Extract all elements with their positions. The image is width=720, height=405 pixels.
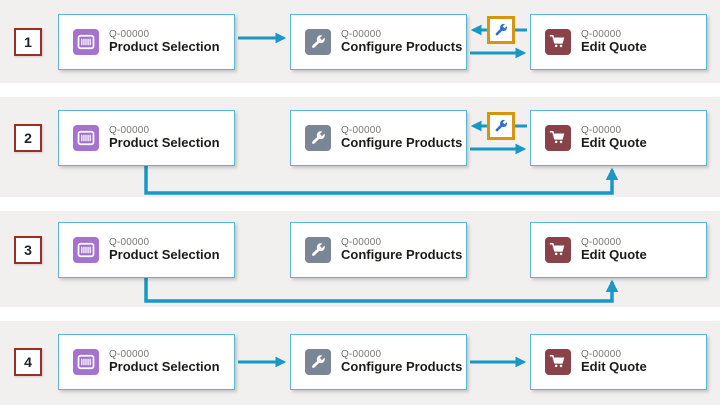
quote-number-label: Q-00000 bbox=[341, 236, 382, 248]
barcode-icon bbox=[73, 349, 99, 375]
wrench-icon bbox=[305, 125, 331, 151]
cart-icon bbox=[545, 237, 571, 263]
card-title: Edit Quote bbox=[581, 135, 647, 151]
card-title: Edit Quote bbox=[581, 39, 647, 55]
row-number-3: 3 bbox=[14, 236, 42, 264]
wrench-icon bbox=[492, 21, 510, 39]
quote-number-label: Q-00000 bbox=[109, 348, 150, 360]
row-number-1: 1 bbox=[14, 28, 42, 56]
barcode-icon bbox=[73, 125, 99, 151]
quote-number-label: Q-00000 bbox=[581, 236, 622, 248]
card-title: Configure Products bbox=[341, 39, 463, 55]
row-number-label: 2 bbox=[24, 130, 32, 146]
quote-number-label: Q-00000 bbox=[109, 28, 150, 40]
card-title: Product Selection bbox=[109, 135, 220, 151]
row-divider bbox=[0, 307, 720, 321]
quote-number-label: Q-00000 bbox=[109, 124, 150, 136]
row-number-2: 2 bbox=[14, 124, 42, 152]
quote-number-label: Q-00000 bbox=[341, 124, 382, 136]
quote-number-label: Q-00000 bbox=[581, 124, 622, 136]
quote-number-label: Q-00000 bbox=[581, 28, 622, 40]
wrench-icon bbox=[305, 349, 331, 375]
card-title: Edit Quote bbox=[581, 247, 647, 263]
row-divider bbox=[0, 197, 720, 211]
wrench-badge bbox=[487, 16, 515, 44]
arrow-product-to-edit-bypass-row2 bbox=[144, 164, 619, 195]
row-number-4: 4 bbox=[14, 348, 42, 376]
row-divider bbox=[0, 83, 720, 97]
cart-icon bbox=[545, 125, 571, 151]
quote-number-label: Q-00000 bbox=[109, 236, 150, 248]
card-title: Configure Products bbox=[341, 247, 463, 263]
wrench-badge bbox=[487, 112, 515, 140]
card-title: Product Selection bbox=[109, 359, 220, 375]
wrench-icon bbox=[305, 237, 331, 263]
card-title: Product Selection bbox=[109, 247, 220, 263]
card-title: Configure Products bbox=[341, 359, 463, 375]
quote-number-label: Q-00000 bbox=[581, 348, 622, 360]
quote-number-label: Q-00000 bbox=[341, 348, 382, 360]
cart-icon bbox=[545, 29, 571, 55]
card-title: Product Selection bbox=[109, 39, 220, 55]
quote-number-label: Q-00000 bbox=[341, 28, 382, 40]
row-number-label: 4 bbox=[24, 354, 32, 370]
arrow-product-to-edit-bypass-row3 bbox=[144, 276, 619, 303]
card-title: Configure Products bbox=[341, 135, 463, 151]
row-number-label: 1 bbox=[24, 34, 32, 50]
card-title: Edit Quote bbox=[581, 359, 647, 375]
cart-icon bbox=[545, 349, 571, 375]
wrench-icon bbox=[305, 29, 331, 55]
wrench-icon bbox=[492, 117, 510, 135]
row-number-label: 3 bbox=[24, 242, 32, 258]
barcode-icon bbox=[73, 237, 99, 263]
barcode-icon bbox=[73, 29, 99, 55]
